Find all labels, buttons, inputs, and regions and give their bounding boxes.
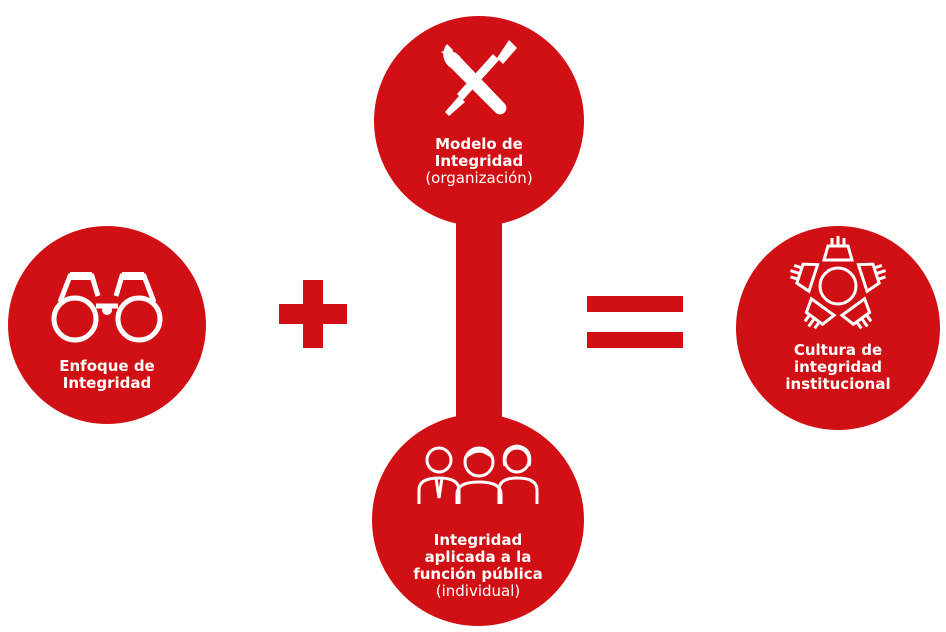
node-enfoque-integridad: Enfoque de Integridad (8, 226, 206, 424)
node-label-line: Cultura de (793, 341, 883, 359)
node-label-line: (organización) (425, 169, 533, 187)
node-label-line: integridad (793, 358, 883, 376)
node-label-line: institucional (785, 375, 891, 393)
connector-bar (456, 180, 502, 460)
binoculars-icon (51, 272, 163, 343)
node-label-line: aplicada a la (424, 548, 532, 566)
node-label-line: Integridad (434, 152, 524, 170)
node-label-line: Integridad (62, 374, 152, 392)
node-label-line: Modelo de (435, 135, 523, 153)
node-label-line: (individual) (435, 582, 521, 600)
node-cultura-integridad: Cultura de integridad institucional (736, 226, 940, 430)
node-modelo-integridad: Modelo de Integridad (organización) (374, 16, 584, 226)
node-label-line: Enfoque de (59, 357, 155, 375)
node-label-line: función pública (413, 565, 543, 583)
joined-hands-icon (789, 236, 887, 330)
people-icon (417, 444, 539, 504)
node-label-line: Integridad (433, 531, 523, 549)
wrench-screwdriver-icon (441, 40, 517, 116)
node-integridad-funcion-publica: Integridad aplicada a la función pública… (372, 414, 584, 626)
